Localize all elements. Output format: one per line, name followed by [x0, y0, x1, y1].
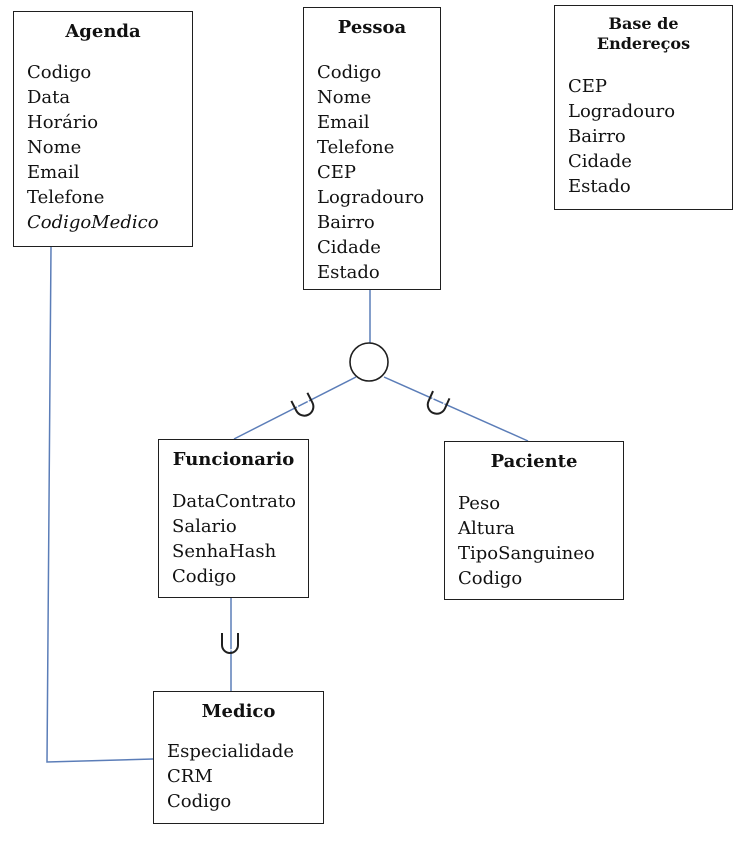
subset-symbol-paciente-icon	[426, 390, 451, 415]
attribute-pessoa-email: Email	[317, 112, 370, 133]
attribute-pessoa-telefone: Telefone	[317, 137, 395, 158]
attribute-pessoa-codigo: Codigo	[317, 62, 382, 83]
entity-title-paciente: Paciente	[490, 451, 578, 472]
attribute-agenda-codigo-medico: CodigoMedico	[27, 212, 159, 233]
entity-title-funcionario: Funcionario	[172, 449, 295, 470]
specialization-to-funcionario-line	[233, 376, 357, 440]
entity-title-line-1: Base de	[608, 14, 679, 33]
attribute-list-agenda: Codigo Data Horário Nome Email Telefone …	[14, 43, 192, 235]
specialization-to-paciente-line	[383, 376, 529, 442]
attribute-pessoa-cep: CEP	[317, 162, 357, 183]
attribute-pessoa-cidade: Cidade	[317, 237, 381, 258]
attribute-list-medico: Especialidade CRM Codigo	[154, 723, 323, 814]
attribute-paciente-tipo-sanguineo: TipoSanguineo	[458, 543, 595, 564]
attribute-paciente-altura: Altura	[458, 518, 515, 539]
attribute-funcionario-senha-hash: SenhaHash	[172, 541, 277, 562]
entity-title-medico: Medico	[201, 701, 276, 722]
attribute-pessoa-bairro: Bairro	[317, 212, 375, 233]
entity-paciente: Paciente Peso Altura TipoSanguineo Codig…	[444, 441, 624, 600]
attribute-pessoa-estado: Estado	[317, 262, 380, 283]
attribute-agenda-telefone: Telefone	[27, 187, 105, 208]
attribute-pessoa-logradouro: Logradouro	[317, 187, 425, 208]
entity-base-de-enderecos: Base de Endereços CEP Logradouro Bairro …	[554, 5, 733, 210]
attribute-base-cidade: Cidade	[568, 151, 632, 172]
specialization-circle	[349, 342, 389, 382]
attribute-base-logradouro: Logradouro	[568, 101, 676, 122]
attribute-list-funcionario: DataContrato Salario SenhaHash Codigo	[159, 471, 308, 589]
attribute-medico-especialidade: Especialidade	[167, 741, 295, 762]
attribute-funcionario-data-contrato: DataContrato	[172, 491, 296, 512]
attribute-base-cep: CEP	[568, 76, 608, 97]
entity-title-line-2: Endereços	[596, 34, 691, 53]
agenda-to-medico-line	[46, 246, 154, 763]
attribute-pessoa-nome: Nome	[317, 87, 372, 108]
entity-funcionario: Funcionario DataContrato Salario SenhaHa…	[158, 439, 309, 598]
attribute-base-estado: Estado	[568, 176, 631, 197]
attribute-funcionario-salario: Salario	[172, 516, 237, 537]
entity-title-agenda: Agenda	[65, 21, 141, 42]
attribute-agenda-email: Email	[27, 162, 80, 183]
attribute-agenda-nome: Nome	[27, 137, 82, 158]
subset-symbol-medico-icon	[221, 633, 239, 654]
attribute-medico-crm: CRM	[167, 766, 213, 787]
attribute-medico-codigo: Codigo	[167, 791, 232, 812]
attribute-funcionario-codigo: Codigo	[172, 566, 237, 587]
attribute-paciente-codigo: Codigo	[458, 568, 523, 589]
attribute-agenda-horario: Horário	[27, 112, 99, 133]
entity-title-base-de-enderecos: Base de Endereços	[555, 6, 732, 54]
attribute-list-pessoa: Codigo Nome Email Telefone CEP Logradour…	[304, 39, 440, 285]
entity-pessoa: Pessoa Codigo Nome Email Telefone CEP Lo…	[303, 7, 441, 290]
attribute-paciente-peso: Peso	[458, 493, 501, 514]
attribute-agenda-data: Data	[27, 87, 71, 108]
entity-medico: Medico Especialidade CRM Codigo	[153, 691, 324, 824]
attribute-list-paciente: Peso Altura TipoSanguineo Codigo	[445, 473, 623, 591]
subset-symbol-funcionario-icon	[290, 392, 315, 417]
entity-agenda: Agenda Codigo Data Horário Nome Email Te…	[13, 11, 193, 247]
attribute-list-base-de-enderecos: CEP Logradouro Bairro Cidade Estado	[555, 54, 732, 199]
attribute-agenda-codigo: Codigo	[27, 62, 92, 83]
attribute-base-bairro: Bairro	[568, 126, 626, 147]
entity-title-pessoa: Pessoa	[337, 17, 407, 38]
